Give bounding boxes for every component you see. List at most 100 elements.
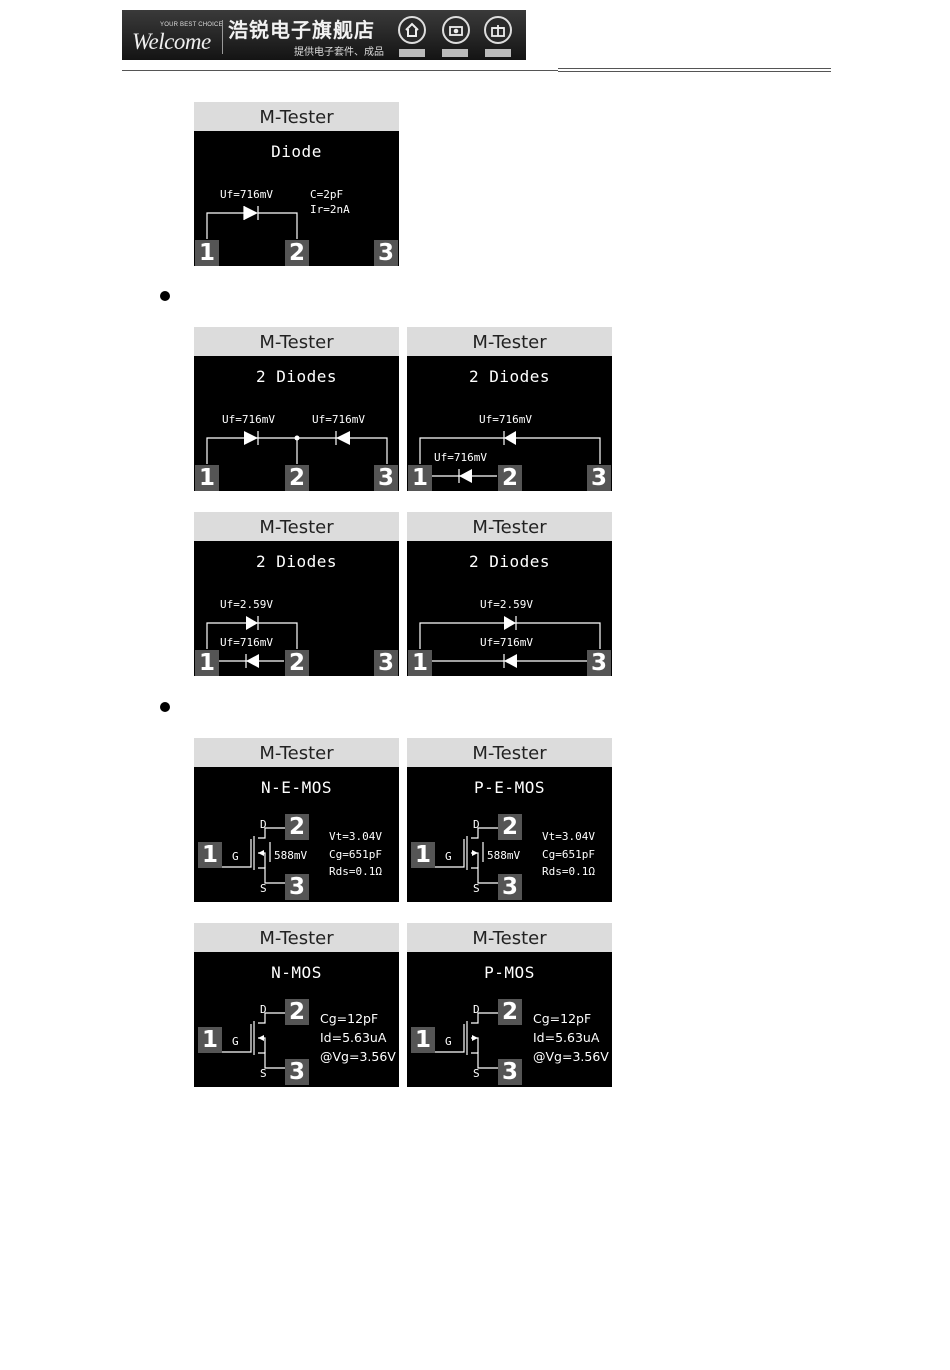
camera-icon[interactable] xyxy=(442,16,470,44)
vt-label: Vt=3.04V xyxy=(542,830,595,843)
uf-label-top: Uf=2.59V xyxy=(480,598,533,611)
uf-label-left: Uf=716mV xyxy=(222,413,275,426)
screen-title: 2 Diodes xyxy=(468,367,551,386)
screen-header: M-Tester xyxy=(407,923,612,952)
screen-header: M-Tester xyxy=(407,512,612,541)
source-label: S xyxy=(473,1067,480,1080)
uf-label: Uf=716mV xyxy=(220,188,273,201)
drain-label: D xyxy=(260,818,267,831)
drain-label: D xyxy=(473,1003,480,1016)
pin-2: 2 xyxy=(498,999,522,1025)
id-label: Id=5.63uA xyxy=(320,1030,387,1045)
cg-label: Cg=651pF xyxy=(542,848,595,861)
banner-divider xyxy=(222,20,223,54)
screen-header: M-Tester xyxy=(194,512,399,541)
screen-header: M-Tester xyxy=(194,327,399,356)
diode-schematic xyxy=(206,431,388,464)
tester-screen-2diodes-a: M-Tester 2 Diodes Uf=716mV Uf=716mV 1 2 … xyxy=(194,327,399,491)
gift-tag xyxy=(485,49,511,57)
screen-header: M-Tester xyxy=(194,102,399,131)
home-tag xyxy=(399,49,425,57)
screen-header: M-Tester xyxy=(407,738,612,767)
pin-2: 2 xyxy=(498,465,522,491)
pin-1: 1 xyxy=(195,465,219,491)
mosfet-schematic xyxy=(220,827,285,884)
id-label: Id=5.63uA xyxy=(533,1030,600,1045)
pin-1: 1 xyxy=(198,1027,222,1053)
header-rule-bottom xyxy=(558,71,831,72)
screen-title: 2 Diodes xyxy=(255,552,338,571)
tester-screen-pemos: M-Tester P-E-MOS D G S 588mV Vt=3.04V Cg… xyxy=(407,738,612,902)
home-icon[interactable] xyxy=(398,16,426,44)
diode-schematic xyxy=(419,616,601,668)
shop-subtitle: 提供电子套件、成品 xyxy=(294,47,384,58)
pin-3: 3 xyxy=(285,874,309,900)
mosfet-schematic xyxy=(433,1012,498,1069)
uf-label-bottom: Uf=716mV xyxy=(480,636,533,649)
pin-3: 3 xyxy=(587,650,611,676)
camera-tag xyxy=(442,49,468,57)
pin-2: 2 xyxy=(285,814,309,840)
source-label: S xyxy=(260,1067,267,1080)
rds-label: Rds=0.1Ω xyxy=(542,865,595,878)
pin-1: 1 xyxy=(408,465,432,491)
welcome-text: Welcome xyxy=(132,29,211,54)
ir-label: Ir=2nA xyxy=(310,203,350,216)
diode-schematic xyxy=(206,206,298,239)
vg-label: @Vg=3.56V xyxy=(320,1049,396,1064)
mosfet-schematic xyxy=(220,1012,285,1069)
pin-2: 2 xyxy=(285,650,309,676)
bullet-2 xyxy=(160,702,170,712)
pin-2: 2 xyxy=(285,465,309,491)
pin-1: 1 xyxy=(411,1027,435,1053)
tester-screen-diode: M-Tester Diode Uf=716mV C=2pF Ir=2nA 1 2… xyxy=(194,102,399,266)
c-label: C=2pF xyxy=(310,188,344,201)
bullet-1 xyxy=(160,291,170,301)
pin-2: 2 xyxy=(285,999,309,1025)
vg-label: @Vg=3.56V xyxy=(533,1049,609,1064)
drain-label: D xyxy=(473,818,480,831)
screen-title: Diode xyxy=(271,142,322,161)
screen-header: M-Tester xyxy=(194,738,399,767)
tester-screen-2diodes-b: M-Tester 2 Diodes Uf=716mV Uf=716mV 1 2 … xyxy=(407,327,612,491)
pin-3: 3 xyxy=(498,874,522,900)
screen-title: 2 Diodes xyxy=(468,552,551,571)
tester-screen-nmos: M-Tester N-MOS D G S Cg=12pF Id=5.63uA @… xyxy=(194,923,399,1087)
pin-1: 1 xyxy=(195,240,219,266)
pin-2: 2 xyxy=(498,814,522,840)
mosfet-schematic xyxy=(433,827,498,884)
pin-3: 3 xyxy=(374,465,398,491)
screen-title: P-E-MOS xyxy=(474,778,545,797)
source-label: S xyxy=(473,882,480,895)
pin-1: 1 xyxy=(198,842,222,868)
pin-3: 3 xyxy=(374,650,398,676)
gift-icon[interactable] xyxy=(484,16,512,44)
slogan: YOUR BEST CHOICE xyxy=(160,22,223,28)
cg-label: Cg=12pF xyxy=(533,1011,592,1026)
uf-label-top: Uf=716mV xyxy=(479,413,532,426)
vt-label: Vt=3.04V xyxy=(329,830,382,843)
screen-header: M-Tester xyxy=(194,923,399,952)
uf-label-right: Uf=716mV xyxy=(312,413,365,426)
header-rule-top xyxy=(558,68,831,69)
pin-1: 1 xyxy=(411,842,435,868)
uf-label-bottom: Uf=716mV xyxy=(220,636,273,649)
tester-screen-pmos: M-Tester P-MOS D G S Cg=12pF Id=5.63uA @… xyxy=(407,923,612,1087)
vf-label: 588mV xyxy=(487,849,521,862)
tester-screen-2diodes-c: M-Tester 2 Diodes Uf=2.59V Uf=716mV 1 2 … xyxy=(194,512,399,676)
source-label: S xyxy=(260,882,267,895)
tester-screen-nemos: M-Tester N-E-MOS D G S 588mV Vt=3.04V Cg… xyxy=(194,738,399,902)
uf-label-top: Uf=2.59V xyxy=(220,598,273,611)
uf-label-bottom: Uf=716mV xyxy=(434,451,487,464)
screen-title: N-E-MOS xyxy=(261,778,332,797)
screen-title: N-MOS xyxy=(271,963,322,982)
screen-title: P-MOS xyxy=(484,963,535,982)
pin-2: 2 xyxy=(285,240,309,266)
gate-label: G xyxy=(232,850,239,863)
pin-3: 3 xyxy=(285,1059,309,1085)
rds-label: Rds=0.1Ω xyxy=(329,865,382,878)
diode-schematic xyxy=(419,431,601,483)
pin-1: 1 xyxy=(408,650,432,676)
vf-label: 588mV xyxy=(274,849,308,862)
drain-label: D xyxy=(260,1003,267,1016)
